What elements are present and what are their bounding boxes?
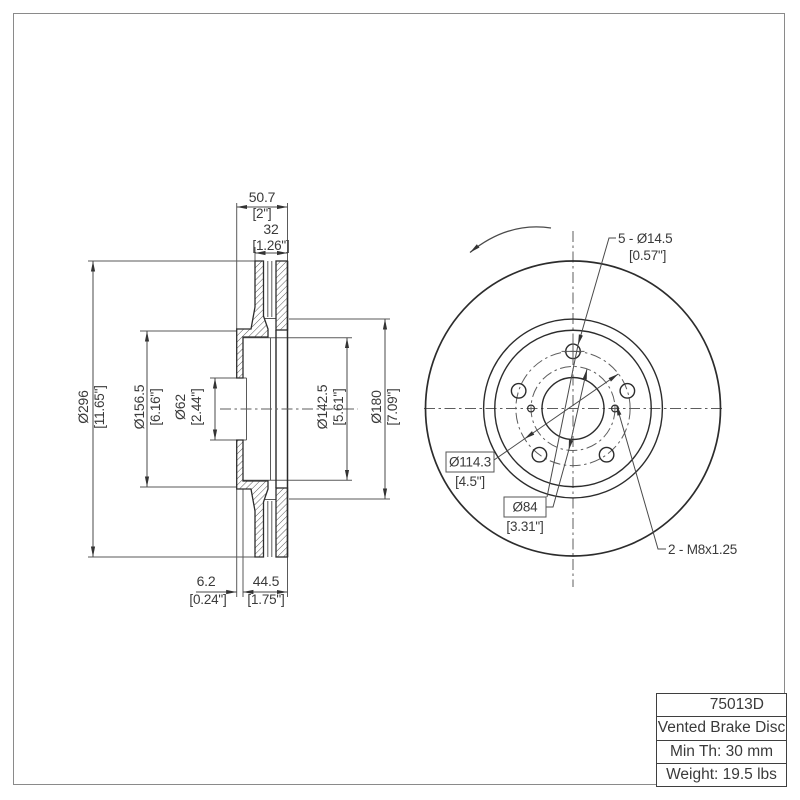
bolt-circle-label-box xyxy=(445,451,495,473)
bolt-circle-label-mm: Ø114.3 xyxy=(449,455,491,470)
outboard-plate-upper xyxy=(275,260,289,331)
dim-hat-dia-in: [6.16"] xyxy=(148,388,163,425)
outboard-plate-lower xyxy=(275,487,289,558)
center-ring-label-mm: Ø84 xyxy=(513,500,539,515)
title-block-part-number: 75013D xyxy=(709,696,764,714)
dim-outer-dia-in: [11.65"] xyxy=(92,385,107,428)
title-block: 75013D Vented Brake Disc Min Th: 30 mm W… xyxy=(656,693,787,787)
friction-inner-circle xyxy=(482,318,664,499)
section-extension-lines xyxy=(88,203,390,597)
dim-hat-dia-mm: Ø156.5 xyxy=(131,384,147,429)
sheet-border xyxy=(13,13,785,785)
dim-hat-offset-mm: 6.2 xyxy=(197,573,216,589)
center-ring-label-box xyxy=(503,496,547,518)
bolt-holes-label-in: [0.57"] xyxy=(629,248,666,263)
hat-flange-circle xyxy=(494,329,652,488)
dim-plate-width-in: [1.26"] xyxy=(252,238,289,253)
front-view-labels: 5 - Ø14.5 [0.57"] Ø114.3 [4.5"] Ø84 [3.3… xyxy=(445,231,737,557)
dim-hat-offset-in: [0.24"] xyxy=(189,592,226,607)
front-view: 5 - Ø14.5 [0.57"] Ø114.3 [4.5"] Ø84 [3.3… xyxy=(424,226,737,587)
section-view: 50.7 [2"] 32 [1.26"] Ø296 [11.65"] Ø156.… xyxy=(75,189,400,607)
dim-vent-dia-in: [7.09"] xyxy=(385,388,400,425)
bolt-circle-label-in: [4.5"] xyxy=(455,474,485,489)
title-block-min-thickness: Min Th: 30 mm xyxy=(657,739,786,763)
dim-bore-dia-in: [2.44"] xyxy=(189,388,204,425)
outer-diameter-circle xyxy=(424,260,722,557)
rotation-direction-arrow xyxy=(469,226,552,254)
section-dimension-lines xyxy=(90,204,388,595)
inboard-plate-hat-lower xyxy=(236,439,269,558)
title-block-description: Vented Brake Disc xyxy=(657,716,786,739)
thread-holes-label: 2 - M8x1.25 xyxy=(668,542,737,557)
inboard-plate-hat-upper xyxy=(236,260,269,379)
dim-bore-dia-mm: Ø62 xyxy=(172,394,188,420)
section-dimension-labels: 50.7 [2"] 32 [1.26"] Ø296 [11.65"] Ø156.… xyxy=(75,189,400,607)
front-view-leaders xyxy=(493,237,666,550)
section-cut-material xyxy=(236,260,289,558)
dim-assembly-width-mm: 44.5 xyxy=(253,573,280,589)
title-block-weight: Weight: 19.5 lbs xyxy=(657,762,786,786)
dim-plate-width-mm: 32 xyxy=(263,221,279,237)
bolt-holes xyxy=(510,339,636,463)
dim-overall-width-mm: 50.7 xyxy=(249,189,276,205)
center-ring-label-in: [3.31"] xyxy=(506,519,543,534)
dim-overall-width-in: [2"] xyxy=(252,206,271,221)
dim-inner-face-dia-in: [5.61"] xyxy=(331,388,346,425)
bolt-holes-label-mm: 5 - Ø14.5 xyxy=(618,231,672,246)
dim-outer-dia-mm: Ø296 xyxy=(75,390,91,424)
dim-assembly-width-in: [1.75"] xyxy=(247,592,284,607)
dim-inner-face-dia-mm: Ø142.5 xyxy=(314,384,330,429)
dim-vent-dia-mm: Ø180 xyxy=(368,390,384,424)
